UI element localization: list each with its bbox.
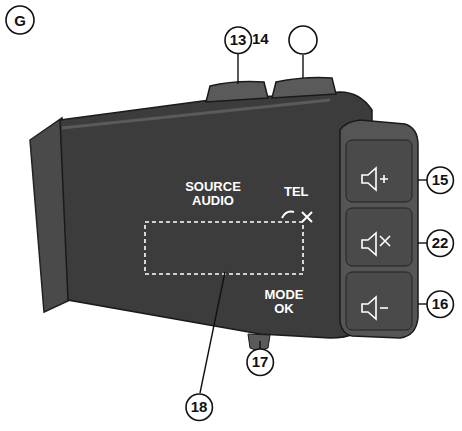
button-label: SOURCE AUDIO <box>183 180 243 207</box>
callout-number: 22 <box>432 235 449 250</box>
button-label: MODE OK <box>262 288 306 315</box>
callout-number: G <box>14 13 26 28</box>
callout-circle: 22 <box>426 229 454 257</box>
callout-number: 16 <box>432 296 449 311</box>
callout-number: 18 <box>191 399 208 414</box>
callout-circle: 16 <box>426 290 454 318</box>
callout-circle: 18 <box>185 393 213 421</box>
button-label: TEL <box>284 185 309 199</box>
callout-circle: G <box>5 5 35 35</box>
callout-number: 17 <box>252 354 269 369</box>
callout-number: 13 <box>230 32 247 47</box>
callout-circle: 17 <box>246 348 274 376</box>
callout-circle: 13 <box>224 26 252 54</box>
callout-number: 15 <box>432 172 449 187</box>
callout-circle: 15 <box>426 166 454 194</box>
callout-number: 14 <box>252 31 269 47</box>
